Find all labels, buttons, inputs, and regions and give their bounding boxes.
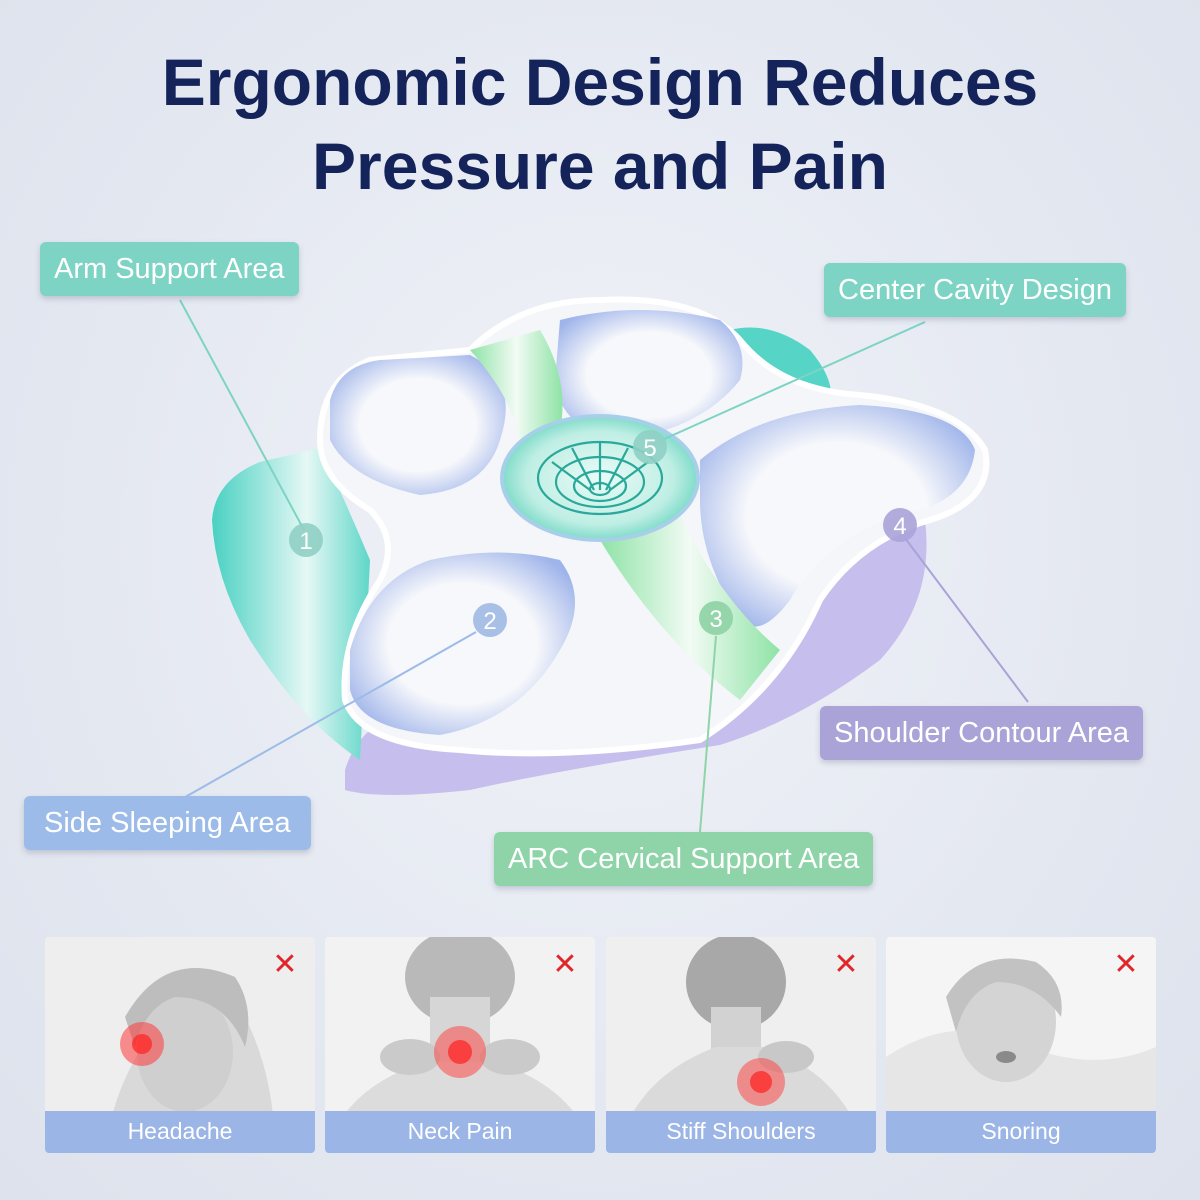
pillow-illustration: 1 2 3 4 5: [179, 299, 1029, 833]
cavity-rings-icon: [536, 440, 664, 516]
leader-arm-support: [179, 299, 305, 531]
x-mark-icon: ✕: [552, 948, 578, 981]
lobe-top-left: [330, 355, 506, 495]
callout-side-sleeping: Side Sleeping Area: [24, 796, 311, 850]
x-mark-icon: ✕: [272, 948, 298, 981]
condition-card-headache: ✕ Headache: [45, 937, 315, 1153]
marker-4: 4: [883, 508, 917, 542]
marker-4-label: 4: [893, 513, 906, 540]
arc-band-top: [470, 330, 563, 445]
condition-label: Neck Pain: [325, 1111, 595, 1153]
condition-label: Snoring: [886, 1111, 1156, 1153]
leader-side-sleeping: [179, 631, 477, 801]
marker-1-label: 1: [299, 528, 312, 555]
callout-arc-cervical: ARC Cervical Support Area: [494, 832, 874, 886]
arc-band-bottom: [600, 515, 780, 700]
marker-5-label: 5: [643, 435, 656, 462]
marker-3-label: 3: [709, 606, 722, 633]
leader-shoulder-contour: [904, 537, 1029, 703]
condition-label: Headache: [45, 1111, 315, 1153]
condition-card-stiff-shoulders: ✕ Stiff Shoulders: [606, 937, 876, 1153]
marker-3: 3: [699, 601, 733, 635]
title-line-2: Pressure and Pain: [312, 129, 888, 203]
marker-5: 5: [633, 430, 667, 464]
condition-label: Stiff Shoulders: [606, 1111, 876, 1153]
callout-arm-support: Arm Support Area: [40, 242, 299, 296]
lobe-top-right: [555, 310, 743, 440]
callout-shoulder-contour: Shoulder Contour Area: [820, 706, 1144, 760]
lobe-bottom-left: [350, 552, 575, 735]
condition-card-snoring: ✕ Snoring: [886, 937, 1156, 1153]
x-mark-icon: ✕: [833, 948, 859, 981]
leader-arc-cervical: [699, 635, 717, 833]
x-mark-icon: ✕: [1113, 948, 1139, 981]
marker-1: 1: [289, 523, 323, 557]
condition-card-neck-pain: ✕ Neck Pain: [325, 937, 595, 1153]
marker-2: 2: [473, 603, 507, 637]
page-title: Ergonomic Design Reduces Pressure and Pa…: [0, 40, 1200, 208]
leader-center-cavity: [661, 321, 926, 441]
marker-2-label: 2: [483, 608, 496, 635]
callout-center-cavity: Center Cavity Design: [824, 263, 1126, 317]
lobe-bottom-right: [700, 405, 975, 627]
arm-support-wing: [212, 448, 370, 760]
title-line-1: Ergonomic Design Reduces: [161, 45, 1039, 119]
